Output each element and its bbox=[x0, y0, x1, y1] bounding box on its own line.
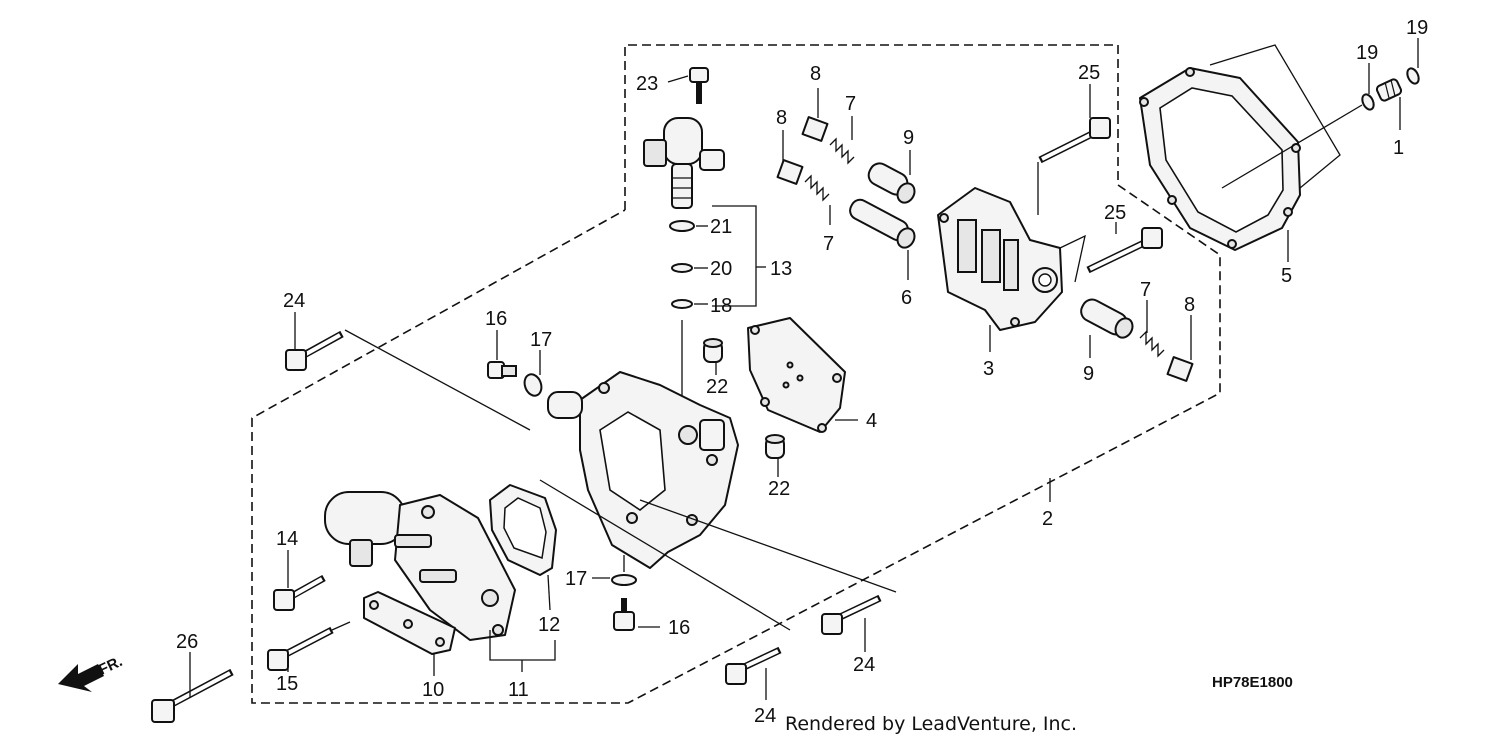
label-part-4: 4 bbox=[866, 410, 877, 432]
clip-8c bbox=[1166, 356, 1194, 382]
label-part-9b: 9 bbox=[1083, 363, 1094, 385]
bolt-24c bbox=[725, 646, 782, 685]
spring-7b bbox=[804, 174, 830, 202]
washer-17b bbox=[611, 574, 637, 586]
spring-7c bbox=[1139, 330, 1165, 358]
valve-9a bbox=[867, 162, 916, 204]
valve-6 bbox=[849, 198, 916, 249]
label-part-24b: 24 bbox=[853, 654, 875, 676]
separator-plate-4 bbox=[747, 317, 846, 433]
label-part-25b: 25 bbox=[1104, 202, 1126, 224]
label-part-5: 5 bbox=[1281, 265, 1292, 287]
o-ring-18 bbox=[671, 299, 693, 309]
bolt-15 bbox=[267, 626, 334, 671]
label-part-16a: 16 bbox=[485, 308, 507, 330]
label-part-16b: 16 bbox=[668, 617, 690, 639]
bolt-16a bbox=[487, 361, 517, 379]
label-part-13: 13 bbox=[770, 258, 792, 280]
bolt-24b bbox=[821, 594, 882, 635]
dowel-22b bbox=[765, 434, 785, 459]
assembly-boundary bbox=[251, 44, 1221, 704]
label-part-25a: 25 bbox=[1078, 62, 1100, 84]
label-part-2: 2 bbox=[1042, 508, 1053, 530]
washer-19a bbox=[1361, 93, 1375, 111]
gasket-5 bbox=[1139, 67, 1301, 251]
label-part-17b: 17 bbox=[565, 568, 587, 590]
bolt-16b bbox=[613, 598, 635, 631]
o-ring-21 bbox=[669, 220, 695, 232]
o-ring-20 bbox=[671, 263, 693, 273]
label-part-21: 21 bbox=[710, 216, 732, 238]
dowel-22a bbox=[703, 338, 723, 363]
bolt-24a bbox=[285, 330, 344, 371]
credit-text: Rendered by LeadVenture, Inc. bbox=[785, 713, 1077, 735]
front-direction-arrow-icon bbox=[58, 664, 104, 692]
spring-7a bbox=[829, 137, 855, 165]
gasket-12 bbox=[489, 484, 557, 576]
bolt-23 bbox=[689, 67, 709, 104]
label-part-3: 3 bbox=[983, 358, 994, 380]
label-part-17a: 17 bbox=[530, 329, 552, 351]
label-part-15: 15 bbox=[276, 673, 298, 695]
label-part-18: 18 bbox=[710, 295, 732, 317]
label-part-19a: 19 bbox=[1356, 42, 1378, 64]
label-part-12: 12 bbox=[538, 614, 560, 636]
diagram-code: HP78E1800 bbox=[1212, 674, 1293, 691]
label-part-10: 10 bbox=[422, 679, 444, 701]
label-part-8c: 8 bbox=[1184, 294, 1195, 316]
washer-17a bbox=[523, 373, 543, 397]
solenoid-11 bbox=[324, 491, 516, 641]
label-part-7c: 7 bbox=[1140, 279, 1151, 301]
valve-9b bbox=[1080, 298, 1134, 339]
label-part-23: 23 bbox=[636, 73, 658, 95]
valve-body-3 bbox=[937, 187, 1063, 331]
bolt-14 bbox=[273, 574, 326, 611]
label-part-9a: 9 bbox=[903, 127, 914, 149]
bolt-26 bbox=[151, 668, 234, 723]
front-marker: FR. bbox=[96, 653, 125, 679]
label-part-7b: 7 bbox=[823, 233, 834, 255]
label-part-7a: 7 bbox=[845, 93, 856, 115]
label-part-20: 20 bbox=[710, 258, 732, 280]
bracket-10 bbox=[363, 591, 456, 655]
label-part-24a: 24 bbox=[283, 290, 305, 312]
label-part-14: 14 bbox=[276, 528, 298, 550]
label-part-6: 6 bbox=[901, 287, 912, 309]
label-part-11: 11 bbox=[508, 679, 529, 701]
clip-8a bbox=[801, 116, 829, 142]
bolt-25a bbox=[1038, 117, 1111, 164]
label-part-19b: 19 bbox=[1406, 17, 1428, 39]
label-part-1: 1 bbox=[1393, 137, 1404, 159]
bolt-25b bbox=[1086, 227, 1163, 274]
main-valve-body bbox=[547, 371, 739, 569]
clip-8b bbox=[776, 159, 804, 185]
label-part-24c: 24 bbox=[754, 705, 776, 727]
label-part-22a: 22 bbox=[706, 376, 728, 398]
label-part-8b: 8 bbox=[776, 107, 787, 129]
label-part-8a: 8 bbox=[810, 63, 821, 85]
washer-19b bbox=[1406, 67, 1420, 85]
solenoid-13 bbox=[643, 117, 725, 209]
label-part-26: 26 bbox=[176, 631, 198, 653]
plug-1 bbox=[1375, 78, 1403, 102]
label-part-22b: 22 bbox=[768, 478, 790, 500]
